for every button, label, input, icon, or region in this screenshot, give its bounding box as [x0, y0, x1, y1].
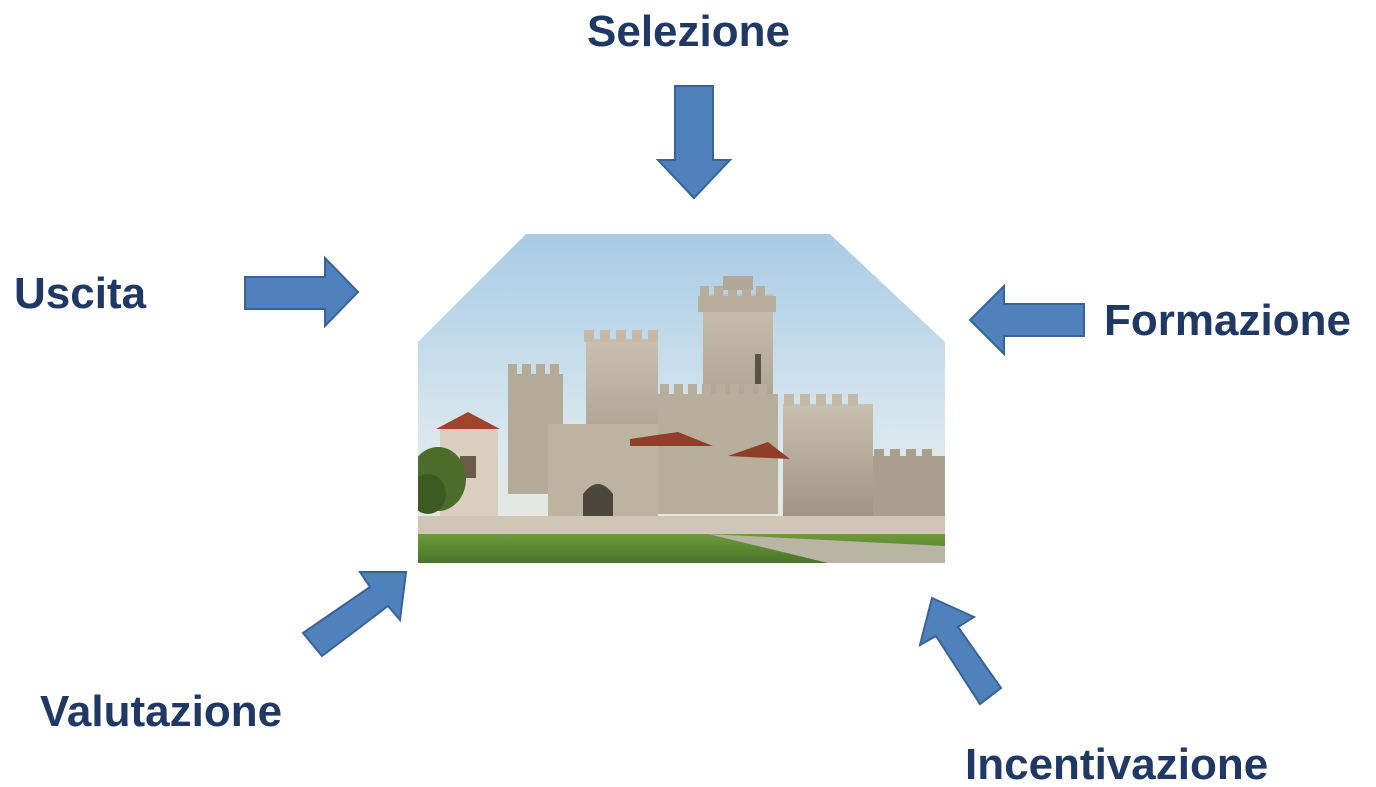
arrow-up-right-icon [301, 571, 408, 658]
label-uscita: Uscita [14, 269, 147, 318]
arrow-right-icon [244, 255, 360, 329]
arrow-left-icon [968, 283, 1085, 357]
label-selezione: Selezione [587, 7, 790, 56]
label-incentivazione: Incentivazione [965, 740, 1269, 787]
arrow-down-icon [655, 85, 733, 200]
castle-image [418, 234, 945, 563]
label-valutazione: Valutazione [40, 687, 283, 736]
arrow-up-left-icon [918, 596, 1003, 706]
label-formazione: Formazione [1104, 296, 1351, 345]
